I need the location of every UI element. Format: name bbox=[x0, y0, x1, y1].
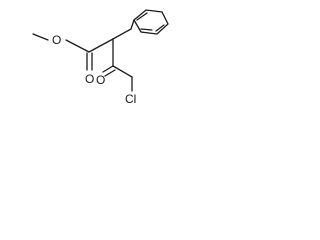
chemical-structure-drawing: O O O Cl bbox=[32, 9, 169, 106]
bond-ketone-co-b bbox=[104, 69, 116, 77]
ester-carbonyl-oxygen-label: O bbox=[85, 72, 94, 86]
ring-double-1 bbox=[136, 12, 148, 21]
ester-oxygen-label: O bbox=[52, 33, 61, 47]
bond-ketone-ch2cl bbox=[112, 65, 133, 78]
chlorine-label: Cl bbox=[125, 92, 136, 106]
ring-double-3 bbox=[140, 28, 153, 31]
bond-alpha-ch2 bbox=[112, 28, 132, 40]
bond-ch2-ring bbox=[130, 19, 135, 30]
ketone-oxygen-label: O bbox=[96, 73, 105, 87]
bond-methyl-o bbox=[32, 33, 49, 41]
ring-double-2 bbox=[155, 24, 165, 32]
bond-carbonyl-alpha bbox=[88, 38, 114, 53]
bond-o-carbonyl bbox=[65, 39, 90, 53]
phenyl-ring bbox=[133, 9, 169, 35]
structure-canvas: O O O Cl bbox=[0, 0, 203, 119]
bond-ketone-co-a bbox=[102, 65, 114, 73]
